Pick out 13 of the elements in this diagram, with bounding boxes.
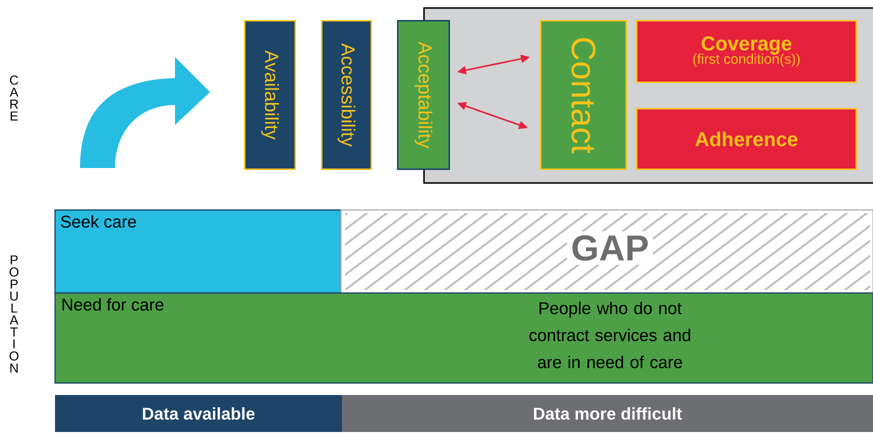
- vertical-box: Contact: [540, 20, 627, 170]
- hatched-area: GAP: [340, 209, 873, 294]
- vertical-box: Availability: [244, 20, 296, 170]
- side-label: CARE: [10, 75, 18, 121]
- area-box: Seek care: [54, 209, 342, 294]
- side-label: POPULATION: [10, 255, 18, 373]
- text-box: Adherence: [636, 108, 857, 170]
- bar: Data more difficult: [342, 395, 873, 432]
- area-box: Need for care People who do not contract services and are in need of care: [54, 292, 873, 384]
- vertical-box: Acceptability: [397, 20, 450, 170]
- vertical-box: Accessibility: [321, 20, 372, 170]
- bar: Data available: [55, 395, 342, 432]
- text-box: Coverage (first condition(s)): [636, 20, 857, 83]
